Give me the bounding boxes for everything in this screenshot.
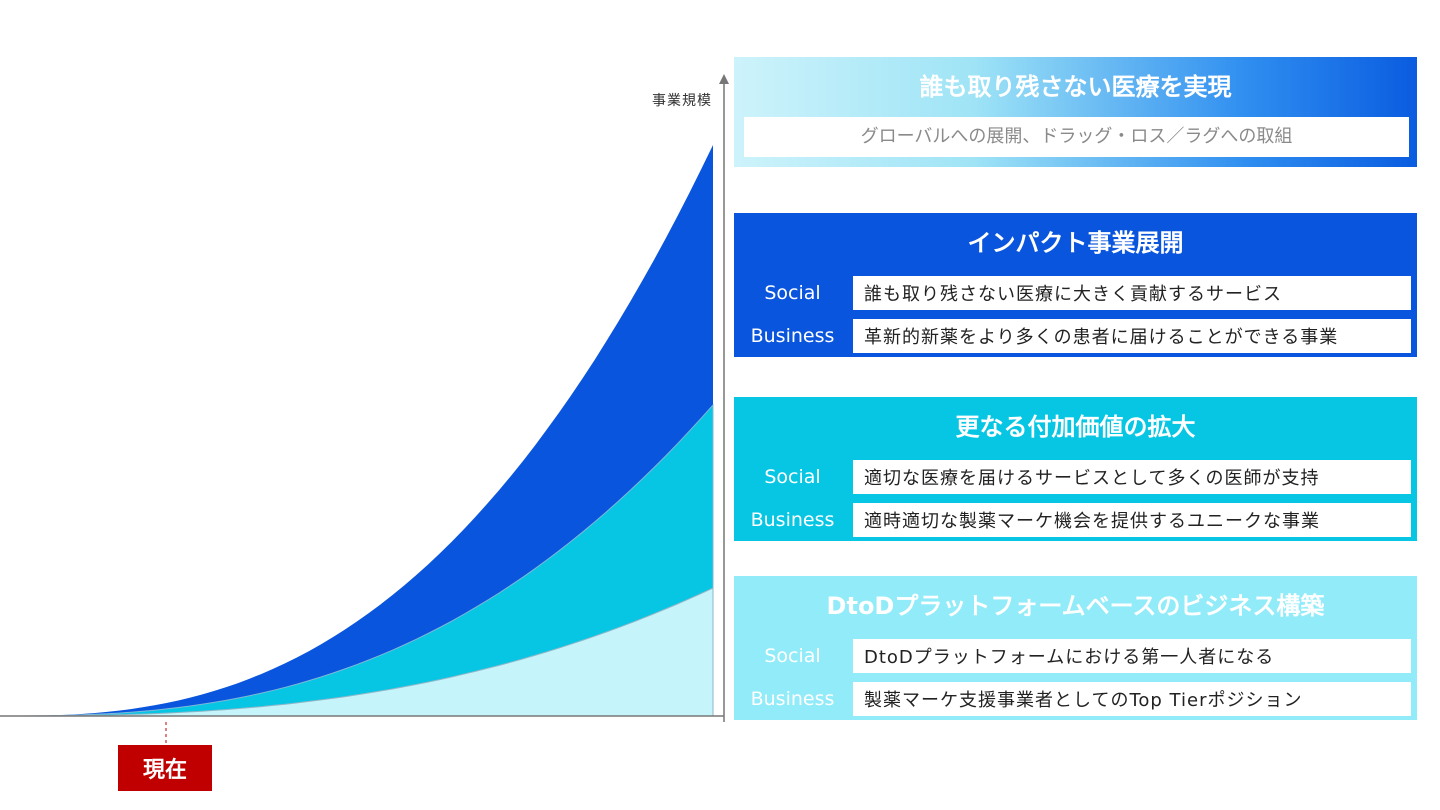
social-row: Social 誰も取り残さない医療に大きく貢献するサービス: [734, 273, 1417, 313]
panel-title: 誰も取り残さない医療を実現: [919, 73, 1232, 101]
social-row: Social DtoDプラットフォームにおける第一人者になる: [734, 636, 1417, 676]
social-text: DtoDプラットフォームにおける第一人者になる: [853, 639, 1411, 673]
business-row: Business 革新的新薬をより多くの患者に届けることができる事業: [734, 316, 1417, 356]
social-text: 適切な医療を届けるサービスとして多くの医師が支持: [853, 460, 1411, 494]
now-marker: 現在: [118, 745, 212, 791]
panel-subtitle: グローバルへの展開、ドラッグ・ロス／ラグへの取組: [744, 117, 1409, 157]
panel-impact: インパクト事業展開 Social 誰も取り残さない医療に大きく貢献するサービス …: [734, 213, 1417, 357]
middle-layer-area: [0, 403, 714, 717]
y-axis-label: 事業規模: [652, 93, 712, 109]
y-axis-arrow: [719, 74, 729, 84]
panel-value-add: 更なる付加価値の拡大 Social 適切な医療を届けるサービスとして多くの医師が…: [734, 397, 1417, 541]
social-text: 誰も取り残さない医療に大きく貢献するサービス: [853, 276, 1411, 310]
business-text: 適時適切な製薬マーケ機会を提供するユニークな事業: [853, 503, 1411, 537]
panel-title: インパクト事業展開: [967, 229, 1184, 257]
panel-dtod-platform: DtoDプラットフォームベースのビジネス構築 Social DtoDプラットフォ…: [734, 576, 1417, 720]
business-text: 製薬マーケ支援事業者としてのTop Tierポジション: [853, 682, 1411, 716]
business-tag: Business: [750, 509, 835, 531]
social-row: Social 適切な医療を届けるサービスとして多くの医師が支持: [734, 457, 1417, 497]
growth-curve-chart: [0, 74, 729, 745]
social-tag: Social: [764, 282, 821, 304]
business-tag: Business: [750, 688, 835, 710]
panel-title: DtoDプラットフォームベースのビジネス構築: [826, 592, 1325, 620]
social-tag: Social: [764, 645, 821, 667]
bottom-layer-area: [0, 587, 714, 717]
business-tag: Business: [750, 325, 835, 347]
business-row: Business 製薬マーケ支援事業者としてのTop Tierポジション: [734, 679, 1417, 719]
panel-title: 更なる付加価値の拡大: [955, 413, 1196, 441]
social-tag: Social: [764, 466, 821, 488]
panel-global: 誰も取り残さない医療を実現 グローバルへの展開、ドラッグ・ロス／ラグへの取組: [734, 57, 1417, 167]
business-row: Business 適時適切な製薬マーケ機会を提供するユニークな事業: [734, 500, 1417, 540]
business-text: 革新的新薬をより多くの患者に届けることができる事業: [853, 319, 1411, 353]
